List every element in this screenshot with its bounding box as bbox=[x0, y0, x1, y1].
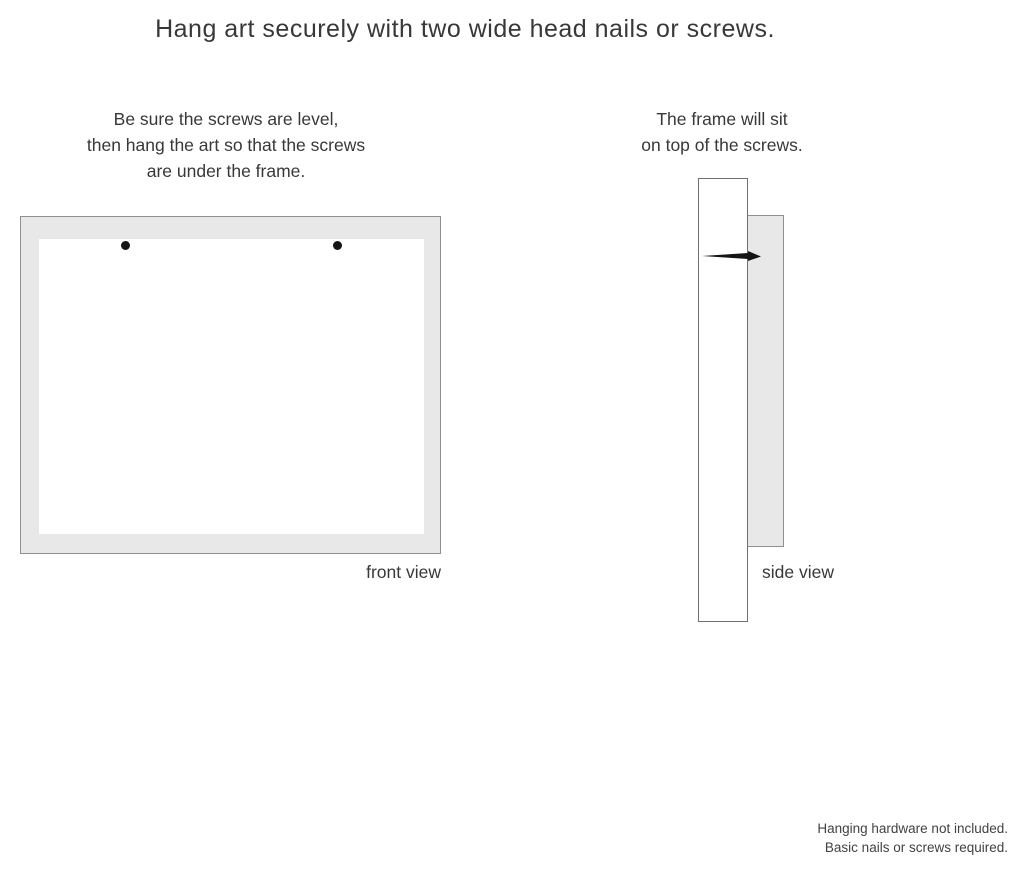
page-title: Hang art securely with two wide head nai… bbox=[155, 15, 775, 43]
side-view-instruction: The frame will sit on top of the screws. bbox=[572, 106, 872, 158]
screw-head-dot-right bbox=[333, 241, 342, 250]
frame-mat-area bbox=[39, 239, 424, 534]
footer-note: Hanging hardware not included. Basic nai… bbox=[600, 819, 1008, 857]
front-view-instruction: Be sure the screws are level, then hang … bbox=[0, 106, 452, 184]
front-instruction-line-1: Be sure the screws are level, bbox=[113, 109, 339, 129]
side-view-frame-profile bbox=[747, 215, 784, 547]
front-instruction-line-3: are under the frame. bbox=[146, 161, 306, 181]
front-instruction-line-2: then hang the art so that the screws bbox=[86, 135, 366, 155]
footer-note-line-2: Basic nails or screws required. bbox=[824, 840, 1008, 855]
side-instruction-line-2: on top of the screws. bbox=[641, 135, 803, 155]
front-view-frame bbox=[20, 216, 441, 554]
side-instruction-line-1: The frame will sit bbox=[656, 109, 788, 129]
screw-head-dot-left bbox=[121, 241, 130, 250]
side-view-label: side view bbox=[762, 562, 834, 582]
nail-icon bbox=[702, 251, 761, 261]
footer-note-line-1: Hanging hardware not included. bbox=[817, 821, 1008, 836]
side-view-wall-strip bbox=[698, 178, 748, 622]
front-view-label: front view bbox=[366, 562, 441, 582]
